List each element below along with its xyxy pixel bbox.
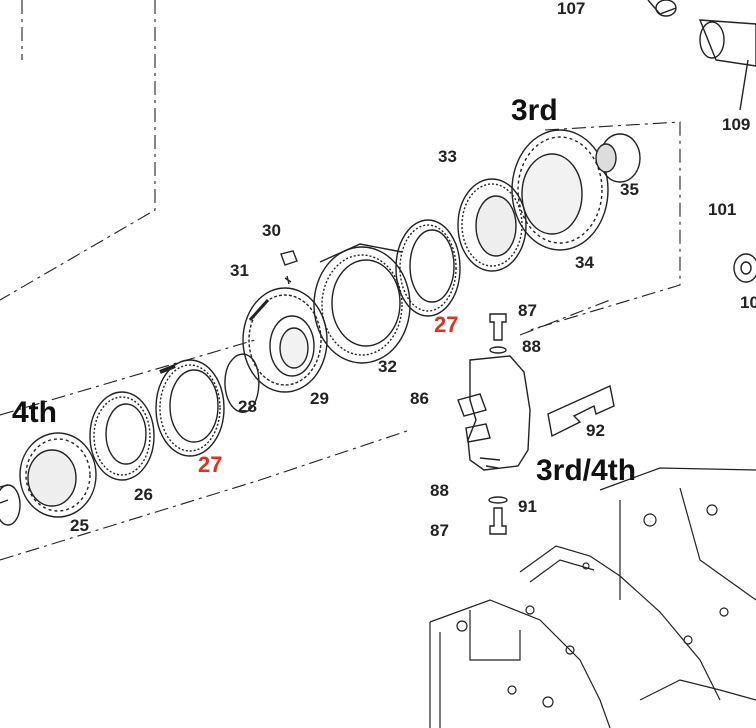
bolt-part-87-top: [489, 313, 507, 341]
part-label-28: 28: [238, 397, 257, 416]
part-label-35: 35: [620, 180, 639, 199]
sliding-sleeve-part-32: [313, 243, 411, 364]
synchro-hub-part-29: [242, 287, 328, 393]
synchro-cone-part-27-upper: [395, 219, 461, 317]
part-label-88-top: 88: [522, 337, 541, 356]
part-label-10x: 10: [740, 293, 756, 312]
washer-part-88-top: [489, 346, 507, 354]
part-label-31: 31: [230, 261, 249, 280]
spring-part-31: [284, 275, 292, 285]
part-label-101: 101: [708, 200, 737, 219]
bolt-part-87-bottom: [489, 507, 507, 535]
snap-ring-part-28: [224, 353, 260, 413]
key-part-30: [280, 250, 298, 266]
bearing-part-35: [595, 133, 641, 183]
part-label-109: 109: [722, 115, 751, 134]
part-label-92: 92: [586, 421, 605, 440]
transmission-housing: [429, 467, 756, 728]
part-label-86: 86: [410, 389, 429, 408]
part-label-91: 91: [518, 497, 537, 516]
part-label-25: 25: [70, 516, 89, 535]
dashed-guide-lines: [0, 0, 681, 561]
part-label-27-lower: 27: [198, 452, 223, 477]
nut-part-101: [733, 253, 756, 283]
shift-fork-part-86: [457, 355, 531, 471]
plate-part-92: [547, 384, 615, 438]
part-label-87-top: 87: [518, 301, 537, 320]
synchro-ring-part-33: [457, 178, 527, 272]
part-label-34: 34: [575, 253, 594, 272]
part-label-33: 33: [438, 147, 457, 166]
part-label-29: 29: [310, 389, 329, 408]
group-label-3rd: 3rd: [511, 94, 558, 127]
washer-part-91: [488, 496, 508, 504]
synchro-ring-part-26: [89, 391, 155, 481]
shaft-parts-107-109: [647, 0, 756, 111]
part-label-30: 30: [262, 221, 281, 240]
gear-4th-part-25: [0, 432, 97, 526]
part-label-88-bottom: 88: [430, 481, 449, 500]
part-label-107: 107: [557, 0, 586, 18]
part-label-87-bottom: 87: [430, 521, 449, 540]
part-label-27-upper: 27: [434, 312, 459, 337]
part-label-26: 26: [134, 485, 153, 504]
gear-3rd-part-34: [511, 129, 609, 251]
synchro-cone-part-27-lower: [155, 359, 225, 457]
group-label-3rd-4th: 3rd/4th: [536, 454, 637, 487]
group-label-4th: 4th: [12, 396, 57, 429]
part-label-32: 32: [378, 357, 397, 376]
